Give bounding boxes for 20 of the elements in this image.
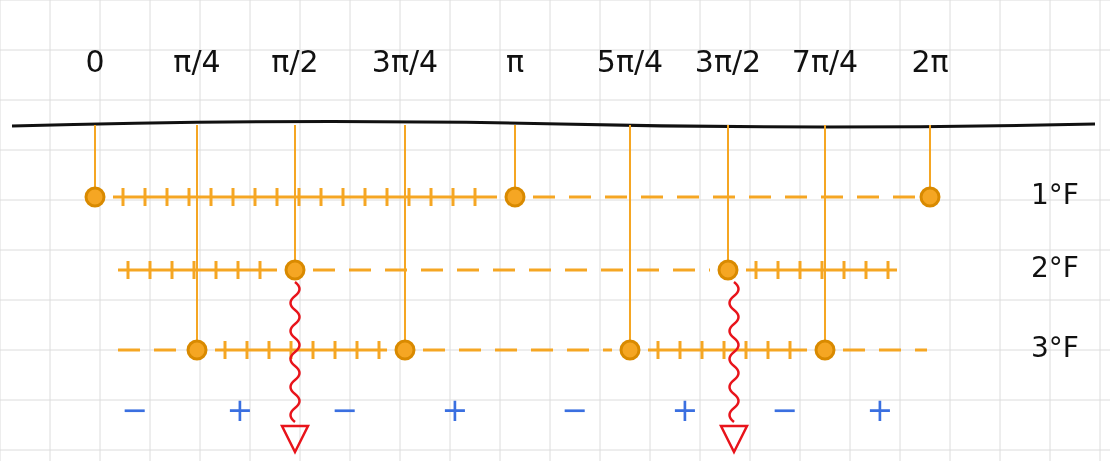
tick-label: 3π/2 [694,47,762,77]
sign-label: − [771,394,799,426]
tick-label: 2π [911,47,949,77]
sign-label: + [671,394,699,426]
row-label: 3°F [1031,334,1079,362]
sign-label: + [866,394,894,426]
sign-label: − [331,394,359,426]
tick-label: π/2 [271,47,319,77]
row-label: 2°F [1031,254,1079,282]
tick-label: 7π/4 [791,47,859,77]
sign-label: + [226,394,254,426]
tick-label: π [505,47,525,77]
tick-label: π/4 [173,47,221,77]
sign-label: − [561,394,589,426]
row-label: 1°F [1031,181,1079,209]
tick-label: 3π/4 [371,47,439,77]
sign-label: − [121,394,149,426]
sign-label: + [441,394,469,426]
tick-label: 0 [85,47,105,77]
tick-label: 5π/4 [596,47,664,77]
